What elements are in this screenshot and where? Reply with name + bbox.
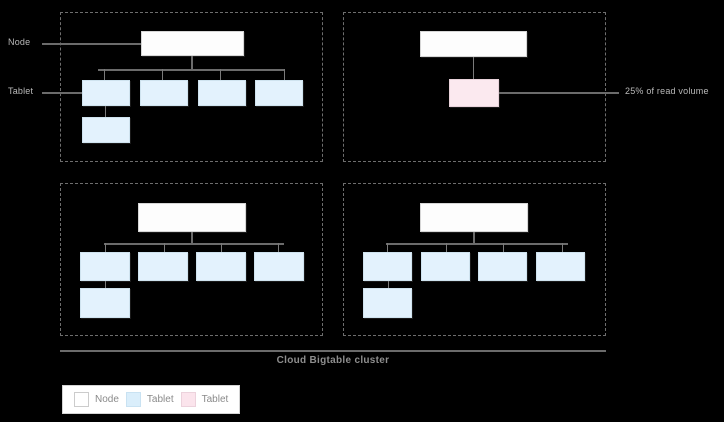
connector-drop-bl-2 (164, 243, 165, 255)
connector-drop-tl-2 (162, 69, 163, 81)
leader-label-read-volume: 25% of read volume (625, 86, 709, 96)
connector-nested-br (388, 281, 389, 292)
connector-drop-bl-1 (105, 243, 106, 255)
connector-nested-bl (105, 281, 106, 292)
connector-bus-bl (104, 243, 284, 245)
connector-node-stem-tl (191, 56, 193, 70)
tablet-box-br-3[interactable] (478, 252, 527, 281)
tablet-box-bl-nested[interactable] (80, 288, 130, 318)
connector-drop-tl-3 (220, 69, 221, 81)
leader-line-read-volume (499, 92, 619, 94)
legend-item-tablet: Tablet (125, 392, 174, 407)
connector-bus-br (386, 243, 568, 245)
leader-line-node (42, 43, 142, 45)
tablet-box-br-1[interactable] (363, 252, 412, 281)
leader-line-tablet (42, 92, 88, 94)
cluster-quadrant-top-left (60, 12, 323, 162)
legend-swatch-tablet-icon (125, 392, 141, 407)
connector-node-stem-tr (473, 57, 474, 79)
cluster-quadrant-bottom-right (343, 183, 606, 336)
legend-item-tablet-hot: Tablet (180, 392, 229, 407)
tablet-box-bl-3[interactable] (196, 252, 246, 281)
tablet-box-tr-hot[interactable] (449, 79, 499, 107)
connector-drop-tl-1 (104, 69, 105, 81)
tablet-box-tl-2[interactable] (140, 80, 188, 106)
cluster-caption: Cloud Bigtable cluster (276, 355, 390, 366)
caption-divider (60, 350, 606, 352)
connector-drop-br-1 (387, 243, 388, 255)
connector-node-stem-br (473, 232, 475, 245)
leader-label-tablet: Tablet (8, 86, 34, 96)
connector-drop-br-4 (562, 243, 563, 255)
tablet-box-br-nested[interactable] (363, 288, 412, 318)
tablet-box-bl-4[interactable] (254, 252, 304, 281)
node-box-bl[interactable] (138, 203, 246, 232)
node-box-tr[interactable] (420, 31, 527, 57)
tablet-box-tl-4[interactable] (255, 80, 303, 106)
legend: Node Tablet Tablet (62, 385, 241, 414)
legend-item-node: Node (74, 392, 119, 407)
tablet-box-bl-1[interactable] (80, 252, 130, 281)
legend-label-node: Node (95, 394, 119, 405)
legend-label-tablet: Tablet (146, 394, 174, 405)
connector-nested-tl (105, 106, 106, 118)
connector-drop-bl-4 (278, 243, 279, 255)
connector-bus-tl (98, 69, 285, 71)
node-box-tl[interactable] (141, 31, 244, 56)
tablet-box-br-2[interactable] (421, 252, 470, 281)
leader-label-node: Node (8, 37, 31, 47)
tablet-box-tl-3[interactable] (198, 80, 246, 106)
connector-drop-br-3 (503, 243, 504, 255)
cluster-quadrant-bottom-left (60, 183, 323, 336)
tablet-box-tl-1[interactable] (82, 80, 130, 106)
legend-label-tablet-hot: Tablet (201, 394, 229, 405)
connector-drop-bl-3 (221, 243, 222, 255)
connector-drop-tl-4 (284, 69, 285, 81)
cluster-quadrant-top-right (343, 12, 606, 162)
tablet-box-tl-nested[interactable] (82, 117, 130, 143)
legend-swatch-node-icon (74, 392, 89, 407)
connector-node-stem-bl (191, 232, 193, 245)
legend-swatch-tablet-hot-icon (180, 392, 196, 407)
tablet-box-br-4[interactable] (536, 252, 585, 281)
tablet-box-bl-2[interactable] (138, 252, 188, 281)
connector-drop-br-2 (446, 243, 447, 255)
node-box-br[interactable] (420, 203, 528, 232)
